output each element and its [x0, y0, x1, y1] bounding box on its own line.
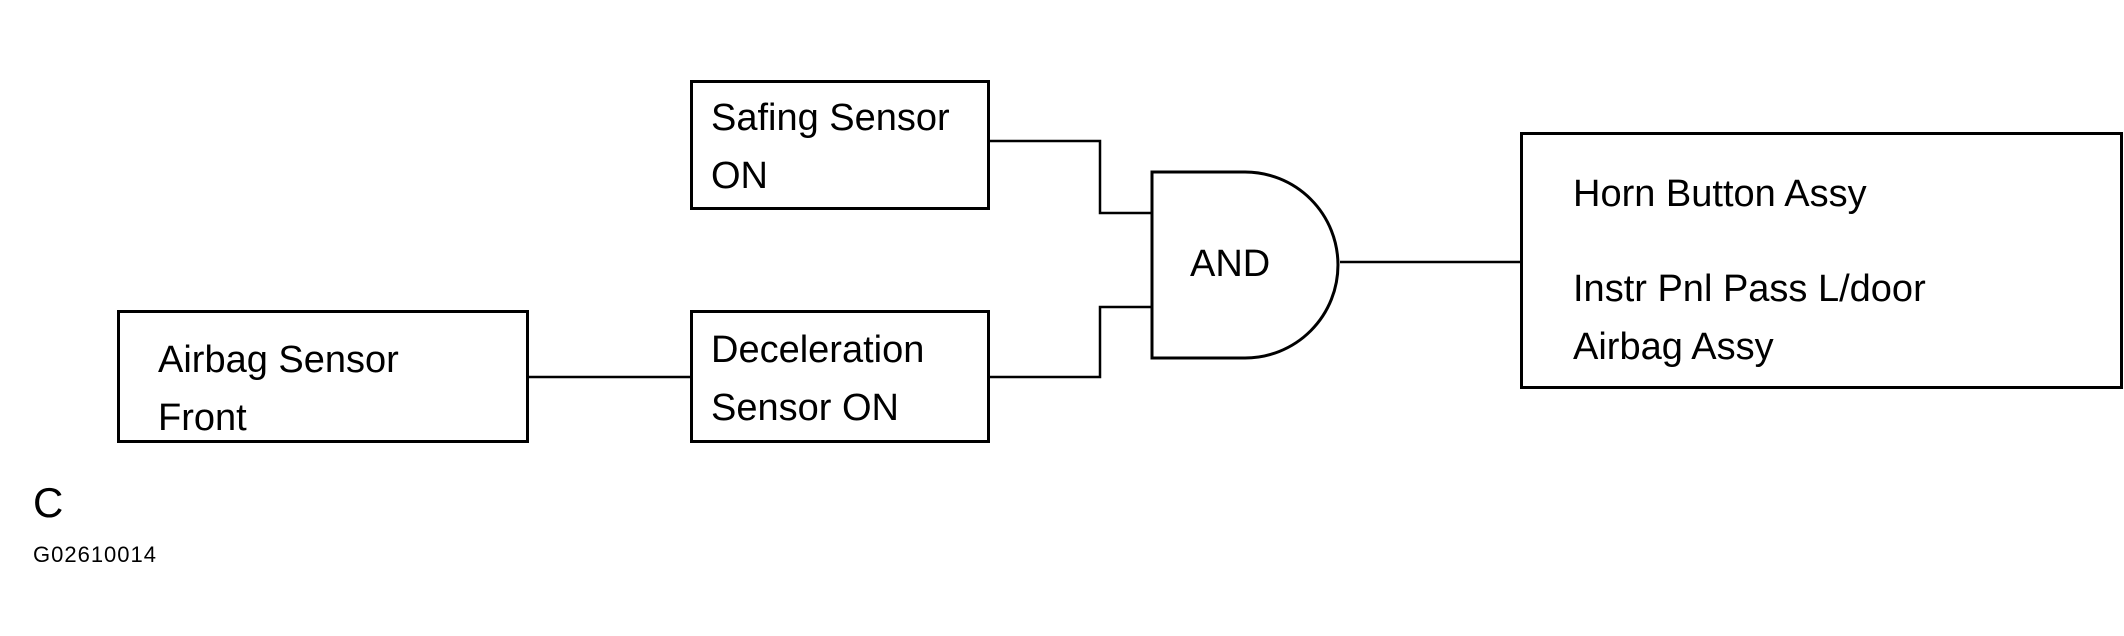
figure-code: G02610014 — [33, 542, 157, 567]
safing-sensor-block: Safing Sensor ON — [690, 80, 990, 210]
airbag-sensor-front-label: Airbag Sensor Front — [158, 331, 399, 447]
deceleration-sensor-line1: Deceleration — [711, 329, 925, 371]
figure-letter: C — [33, 479, 64, 526]
airbag-sensor-front-line1: Airbag Sensor — [158, 339, 399, 381]
airbag-sensor-front-block: Airbag Sensor Front — [117, 310, 529, 443]
safing-sensor-line2: ON — [711, 155, 768, 197]
and-gate-label: AND — [1190, 243, 1271, 285]
outputs-block: Horn Button Assy Instr Pnl Pass L/door A… — [1520, 132, 2123, 389]
safing-sensor-line1: Safing Sensor — [711, 97, 950, 139]
passenger-airbag-assy-label: Instr Pnl Pass L/door Airbag Assy — [1573, 260, 1926, 376]
passenger-airbag-line2: Airbag Assy — [1573, 326, 1774, 368]
deceleration-sensor-label: Deceleration Sensor ON — [711, 321, 924, 437]
horn-button-assy-label: Horn Button Assy — [1573, 173, 1867, 215]
wire-safing-to-and — [990, 139, 1152, 215]
airbag-sensor-front-line2: Front — [158, 397, 247, 439]
deceleration-sensor-line2: Sensor ON — [711, 387, 899, 429]
passenger-airbag-line1: Instr Pnl Pass L/door — [1573, 268, 1926, 310]
safing-sensor-label: Safing Sensor ON — [711, 89, 950, 205]
wire-decel-to-and — [990, 305, 1152, 379]
deceleration-sensor-block: Deceleration Sensor ON — [690, 310, 990, 443]
and-gate-shape — [1150, 170, 1340, 360]
